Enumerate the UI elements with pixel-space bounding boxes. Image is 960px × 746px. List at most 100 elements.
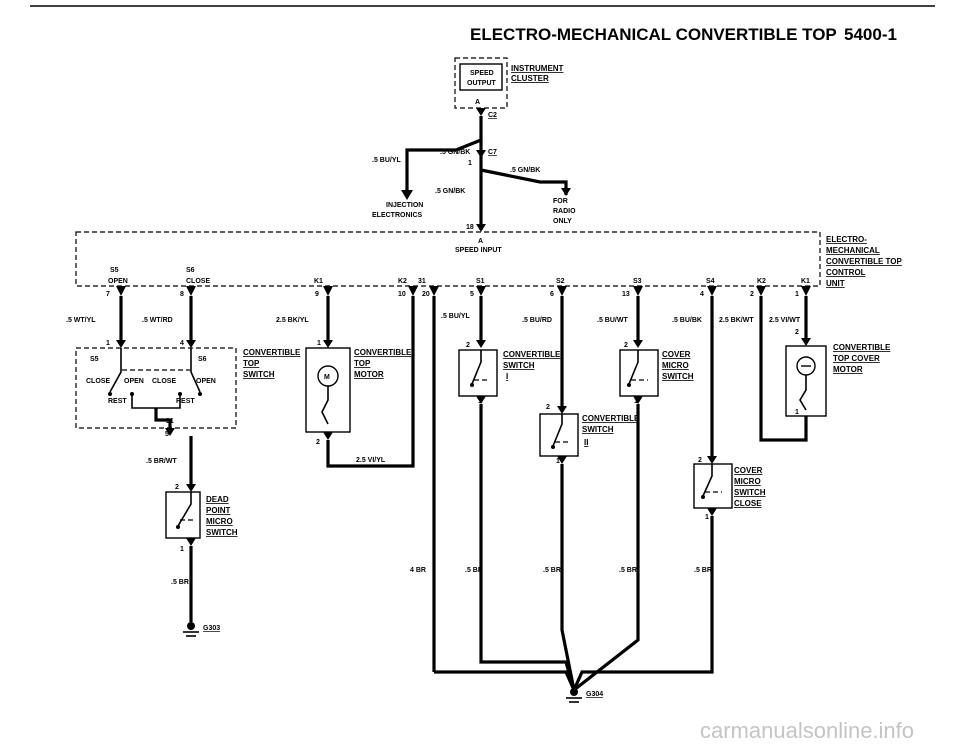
- switch-label: OPEN: [124, 378, 144, 385]
- pin-label: 10: [398, 291, 406, 298]
- switch-label: CLOSE: [86, 378, 110, 385]
- convertible-top-cover-motor: 2 1 CONVERTIBLE TOP COVER MOTOR: [785, 329, 891, 417]
- control-unit-label: UNIT: [826, 279, 845, 288]
- pin-label: 1: [795, 409, 799, 416]
- component-label: COVER: [662, 350, 691, 359]
- pin-label: 2: [750, 291, 754, 298]
- cluster-label: CLUSTER: [511, 74, 549, 83]
- terminal-label: S2: [556, 278, 565, 285]
- wire-label: .5 BR: [171, 579, 189, 586]
- wire-label: .5 BR: [543, 567, 561, 574]
- wire-gn-bk: .5 GN/BK: [435, 188, 465, 195]
- pin-label: 1: [468, 160, 472, 167]
- convertible-top-motor: 1 M 2 CONVERTIBLE TOP MOTOR 2.5 VI/YL: [305, 340, 412, 464]
- speed-signal-wiring: .5 GN/BK C7 1 .5 BU/YL .5 GN/BK .5 GN/BK…: [372, 116, 576, 232]
- component-label: SWITCH: [206, 528, 238, 537]
- wire-label: .5 BU/BK: [672, 317, 702, 324]
- component-label: SWITCH: [503, 361, 535, 370]
- wire-gn-bk: .5 GN/BK: [440, 149, 470, 156]
- wire-color-labels: .5 WT/YL .5 WT/RD 2.5 BK/YL .5 BU/YL .5 …: [66, 313, 801, 324]
- ground-g303: G303: [203, 625, 220, 632]
- pin-label: A: [475, 99, 480, 106]
- pin-label: 1: [478, 398, 482, 405]
- wire-label: .5 BR: [694, 567, 712, 574]
- pin-label: 1: [705, 514, 709, 521]
- module-pin: A: [478, 238, 483, 245]
- wire-bu-yl: .5 BU/YL: [372, 157, 402, 164]
- wire-label: .5 BR/WT: [146, 458, 177, 465]
- component-label: SWITCH: [582, 425, 614, 434]
- component-label: TOP COVER: [833, 354, 880, 363]
- wire-label: .5 BU/RD: [522, 317, 552, 324]
- component-label: CONVERTIBLE: [833, 343, 891, 352]
- wire-label: .5 BR: [465, 567, 483, 574]
- pin-label: 2: [624, 342, 628, 349]
- wire-label: 4 BR: [410, 567, 426, 574]
- pin-label: 5: [165, 431, 169, 438]
- ground-icon: [187, 622, 195, 630]
- pin-label: 4: [180, 340, 184, 347]
- cover-micro-switch: 2 1 COVER MICRO SWITCH: [619, 340, 694, 405]
- pin-label: 31: [166, 418, 174, 425]
- pin-label: 1: [317, 340, 321, 347]
- component-label: MICRO: [734, 477, 761, 486]
- wire-gn-bk: .5 GN/BK: [510, 167, 540, 174]
- component-label: MOTOR: [354, 370, 384, 379]
- wire-label: 2.5 VI/WT: [769, 317, 801, 324]
- pin-label: 2: [466, 342, 470, 349]
- terminal-label: 31: [418, 278, 426, 285]
- connector-c7: C7: [488, 149, 497, 156]
- component-label: MOTOR: [833, 365, 863, 374]
- component-label: COVER: [734, 466, 763, 475]
- pin-label: 2: [795, 329, 799, 336]
- harness-wires: [119, 296, 808, 672]
- component-label: TOP: [243, 359, 260, 368]
- component-label: SWITCH: [734, 488, 766, 497]
- wire-label: 2.5 BK/WT: [719, 317, 754, 324]
- component-label: CONVERTIBLE: [354, 348, 412, 357]
- pin-label: 2: [175, 484, 179, 491]
- switch-label: S6: [198, 356, 207, 363]
- terminal-label: K1: [801, 278, 810, 285]
- switch-label: CLOSE: [152, 378, 176, 385]
- component-label: DEAD: [206, 495, 229, 504]
- page-number: 5400-1: [844, 25, 897, 44]
- component-label: II: [584, 438, 588, 447]
- electronics-label: ELECTRONICS: [372, 212, 423, 219]
- component-label: POINT: [206, 506, 231, 515]
- control-unit-label: CONTROL: [826, 268, 866, 277]
- terminal-label: K2: [398, 278, 407, 285]
- control-unit-label: ELECTRO-: [826, 235, 867, 244]
- wire-label: 2.5 VI/YL: [356, 457, 386, 464]
- pin-label: 2: [698, 457, 702, 464]
- convertible-switch-1: 2 1 CONVERTIBLE SWITCH I: [458, 340, 561, 405]
- component-label: I: [506, 372, 508, 381]
- ground-returns: 4 BR .5 BR .5 BR .5 BR .5 BR G304: [410, 404, 714, 703]
- wire-label: .5 WT/RD: [142, 317, 173, 324]
- pin-label: 5: [470, 291, 474, 298]
- control-unit: A SPEED INPUT ELECTRO- MECHANICAL CONVER…: [75, 231, 903, 288]
- wire-label: .5 BU/YL: [441, 313, 471, 320]
- motor-symbol: M: [324, 374, 330, 381]
- wire-label: .5 BU/WT: [597, 317, 628, 324]
- connector-c2: C2: [488, 112, 497, 119]
- wire-label: .5 BR: [619, 567, 637, 574]
- switch-label: S5: [90, 356, 99, 363]
- cover-micro-switch-close: 2 1 COVER MICRO SWITCH CLOSE: [693, 456, 766, 521]
- pin-label: 9: [315, 291, 319, 298]
- switch-label: REST: [176, 398, 195, 405]
- convertible-switch-2: 2 1 CONVERTIBLE SWITCH II: [539, 404, 640, 465]
- pin-label: 13: [622, 291, 630, 298]
- switch-label: OPEN: [196, 378, 216, 385]
- terminal-label: S3: [633, 278, 642, 285]
- terminal-label: CLOSE: [186, 278, 210, 285]
- component-label: MICRO: [206, 517, 233, 526]
- speed-input-label: SPEED INPUT: [455, 247, 502, 254]
- pin-label: 8: [180, 291, 184, 298]
- pin-label: 6: [550, 291, 554, 298]
- control-unit-pins: 7 8 9 10 20 5 6 13 4 2 1: [106, 286, 811, 298]
- terminal-label: K2: [757, 278, 766, 285]
- pin-label: 18: [466, 224, 474, 231]
- pin-label: 1: [180, 546, 184, 553]
